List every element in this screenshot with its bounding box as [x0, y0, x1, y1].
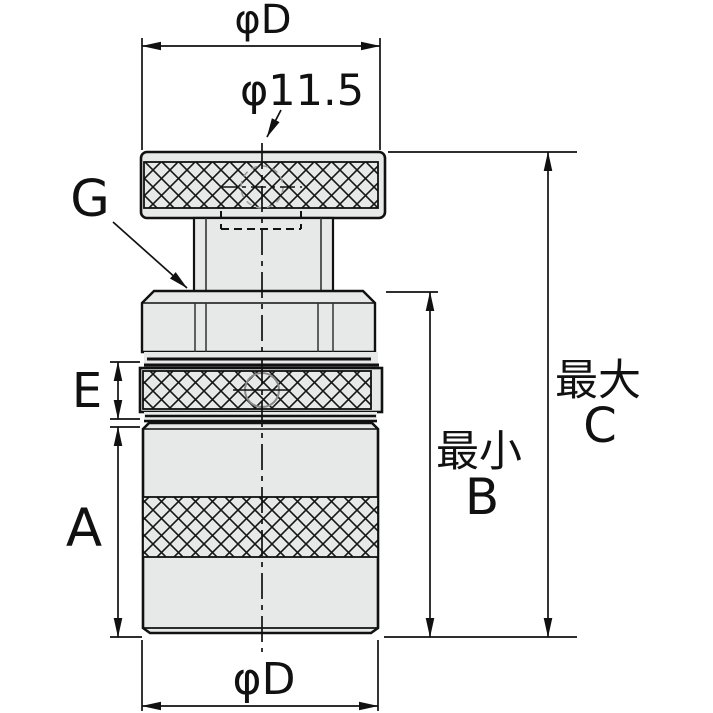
dim-hole-diameter-leader	[266, 109, 282, 138]
top-knob	[139, 150, 387, 220]
label-g-leader	[112, 221, 188, 289]
hidden-hole-lines	[220, 211, 302, 230]
min-height-prefix-label: 最小	[436, 427, 522, 477]
hole-diameter-label: φ11.5	[240, 66, 364, 116]
dim-top-diameter	[141, 38, 381, 150]
bottom-diameter-label: φD	[233, 654, 296, 705]
ring-height-label: E	[72, 363, 102, 419]
dim-bottom-diameter	[141, 640, 379, 711]
dim-e	[110, 361, 140, 420]
knurled-ring	[138, 366, 384, 414]
dim-a	[110, 426, 142, 638]
lower-groove	[144, 412, 377, 423]
dim-c	[384, 151, 577, 638]
body-knurl-band	[142, 496, 379, 558]
top-diameter-label: φD	[234, 0, 291, 43]
knob-knurl-band	[143, 161, 379, 209]
shank-label: G	[70, 170, 110, 229]
dim-b	[386, 291, 438, 638]
main-body	[141, 421, 380, 635]
shank-stem	[192, 211, 335, 294]
body-height-label: A	[66, 498, 102, 559]
max-height-letter-label: C	[583, 398, 617, 454]
max-height-prefix-label: 最大	[555, 356, 641, 406]
min-height-letter-label: B	[465, 468, 499, 526]
upper-groove	[144, 352, 379, 368]
hex-collar	[140, 289, 377, 354]
part-body-group	[138, 150, 387, 635]
